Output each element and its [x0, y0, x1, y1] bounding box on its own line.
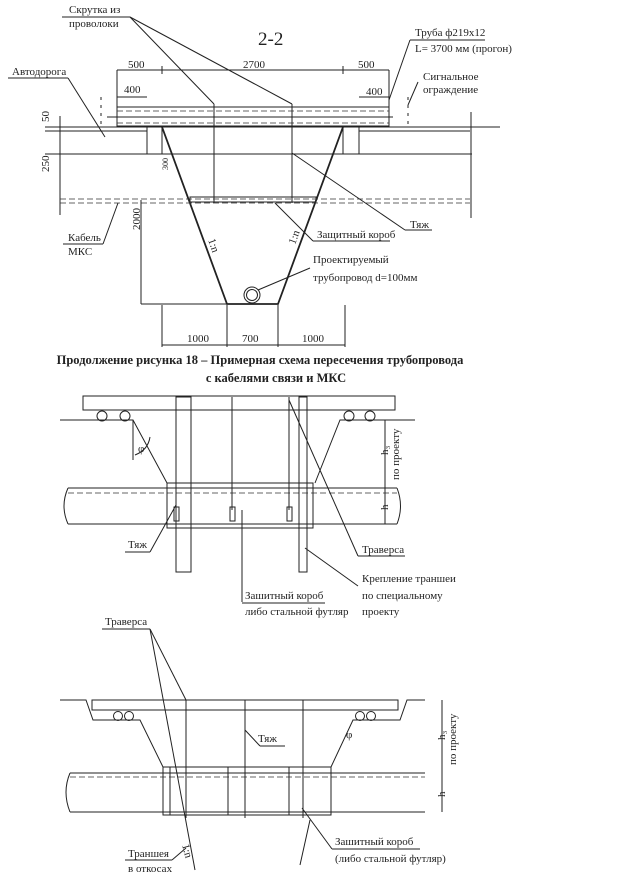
label-pipeline-1: Проектируемый — [313, 254, 389, 266]
section-trench-supported: φ h₃ по проекту h Тяж Траверса Крепление… — [60, 395, 456, 618]
angle-phi: φ — [138, 443, 144, 455]
dim-2000: 2000 — [131, 208, 143, 231]
dim-h: h — [436, 791, 448, 797]
dim-inner-left: 400 — [124, 84, 141, 96]
label-tie: Тяж — [258, 733, 277, 745]
dim-top-left: 500 — [128, 59, 145, 71]
dim-per-project: по проекту — [390, 428, 402, 480]
dim-inner-right: 400 — [366, 86, 383, 98]
figure-caption-line-2: с кабелями связи и МКС — [206, 371, 346, 385]
dim-bottom-right: 1000 — [302, 333, 325, 345]
label-cable-1: Кабель — [68, 232, 101, 244]
dim-bottom-middle: 700 — [242, 333, 259, 345]
label-box-1: Зашитный короб — [335, 836, 414, 848]
dim-250: 250 — [40, 155, 52, 172]
dim-top-right: 500 — [358, 59, 375, 71]
label-support-3: проекту — [362, 606, 400, 618]
label-fence-2: ограждение — [423, 84, 478, 96]
figure-caption-line-1: Продолжение рисунка 18 – Примерная схема… — [57, 353, 464, 367]
label-box-2: либо стальной футляр — [245, 606, 349, 618]
label-box: Защитный короб — [317, 229, 396, 241]
dim-h: h — [379, 504, 391, 510]
pipeline-circle — [243, 286, 261, 304]
dim-bottom-left: 1000 — [187, 333, 210, 345]
section-trench-slopes: Траверса 1:n φ h₃ по проекту h Тяж Транш… — [60, 616, 459, 874]
slope-left: 1:n — [205, 237, 221, 255]
label-fence-1: Сигнальное — [423, 71, 479, 83]
label-box-1: Зашитный короб — [245, 590, 324, 602]
dim-h3: h₃ — [379, 446, 391, 456]
label-box-2: (либо стальной футляр) — [335, 853, 446, 865]
dim-per-project: по проекту — [447, 713, 459, 765]
label-support-1: Крепление траншеи — [362, 573, 456, 585]
dim-300: 300 — [161, 158, 170, 170]
label-wire-twist-1: Скрутка из — [69, 4, 120, 16]
label-traverse: Траверса — [105, 616, 147, 628]
label-wire-twist-2: проволоки — [69, 18, 119, 30]
label-tie: Тяж — [128, 539, 147, 551]
section-2-2: 2-2 Скрутка из проволоки Труба ф219х12 L… — [8, 4, 512, 347]
slope-right: 1:n — [287, 228, 303, 246]
label-pipe-2: L= 3700 мм (прогон) — [415, 43, 512, 55]
label-traverse: Траверса — [362, 544, 404, 556]
section-title: 2-2 — [258, 29, 283, 50]
label-pipeline-2: трубопровод d=100мм — [313, 272, 417, 284]
label-trench-2: в откосах — [128, 863, 173, 874]
label-pipe-1: Труба ф219х12 — [415, 27, 485, 39]
label-cable-2: МКС — [68, 246, 92, 258]
dim-h3: h₃ — [436, 731, 448, 741]
label-trench-1: Траншея — [128, 848, 169, 860]
dim-top-middle: 2700 — [243, 59, 266, 71]
label-tie: Тяж — [410, 219, 429, 231]
dim-50: 50 — [40, 111, 52, 123]
label-road: Автодорога — [12, 66, 66, 78]
slope-label: 1:n — [179, 843, 194, 860]
label-support-2: по специальному — [362, 590, 443, 602]
angle-phi: φ — [346, 729, 352, 741]
